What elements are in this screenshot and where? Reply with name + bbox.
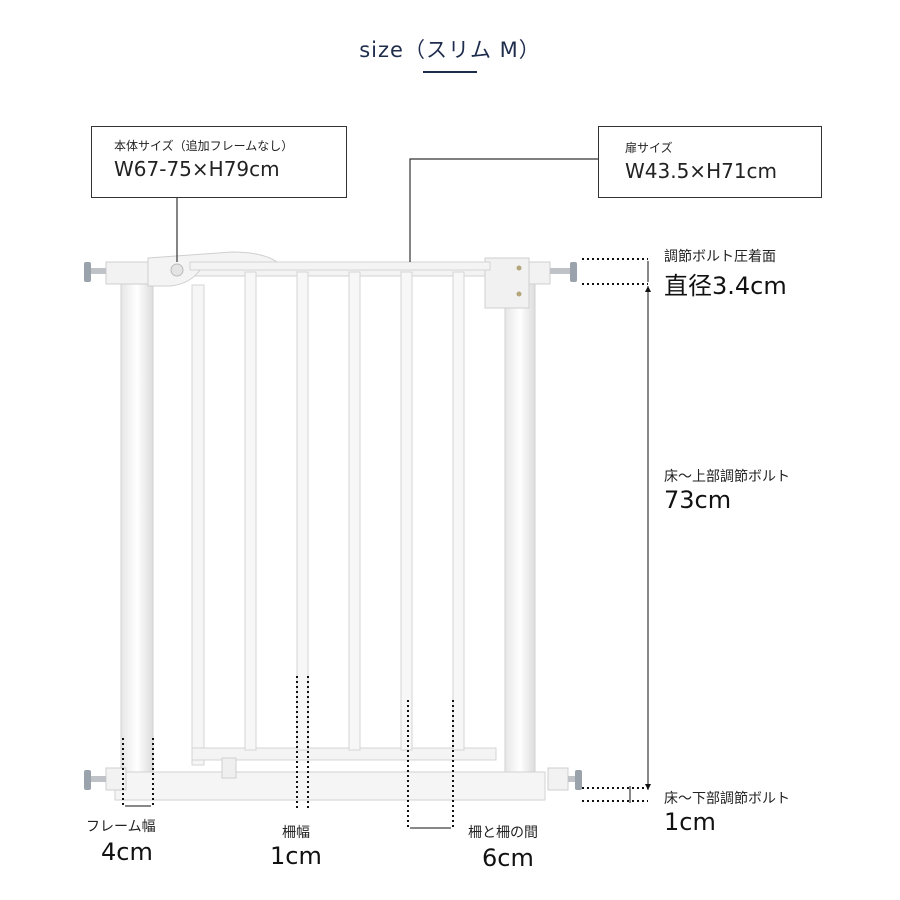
bolt-top-left (84, 262, 106, 282)
bolt-face-label: 調節ボルト圧着面 (664, 249, 776, 265)
bar-gap-value: 6cm (482, 844, 534, 872)
bolt-bottom-right (568, 770, 582, 790)
body-size-value: W67-75×H79cm (114, 157, 280, 181)
body-size-label: 本体サイズ（追加フレームなし） (114, 139, 294, 153)
door-bottom-rail (191, 747, 497, 761)
bolt-face-value: 直径3.4cm (664, 272, 787, 300)
top-right-bolt-housing (527, 261, 551, 285)
right-frame-post (504, 267, 536, 799)
top-left-bolt-housing (105, 261, 153, 285)
door-foot (221, 757, 237, 779)
floor-to-upper-value: 73cm (664, 486, 732, 514)
floor-to-upper-label: 床～上部調節ボルト (664, 469, 790, 485)
door-top-bar (189, 261, 491, 271)
bottom-frame-bar (114, 771, 546, 801)
door-size-value: W43.5×H71cm (625, 159, 778, 183)
bolt-bottom-left (84, 770, 106, 790)
frame-width-value: 4cm (101, 838, 153, 866)
left-frame-post (120, 267, 154, 799)
bolt-top-right (550, 262, 577, 282)
door-size-label: 扉サイズ (625, 141, 673, 155)
page-title: size（スリム M） (359, 38, 541, 62)
title-underline (423, 71, 477, 73)
hinge-block (484, 257, 530, 309)
frame-width-label: フレーム幅 (86, 819, 156, 835)
door-left-stile (191, 284, 205, 766)
bottom-right-bolt-housing (547, 767, 569, 791)
bar-width-label: 柵幅 (282, 825, 310, 841)
body-size-box: 本体サイズ（追加フレームなし） W67-75×H79cm (91, 126, 347, 198)
leader-door-size (409, 158, 598, 262)
floor-to-lower-value: 1cm (664, 808, 716, 836)
bar-gap-label: 柵と柵の間 (468, 825, 538, 841)
bar-width-value: 1cm (270, 842, 322, 870)
door-size-box: 扉サイズ W43.5×H71cm (598, 126, 822, 198)
floor-to-lower-label: 床～下部調節ボルト (664, 791, 790, 807)
latch-knob (170, 263, 184, 277)
door-bars (244, 271, 465, 751)
